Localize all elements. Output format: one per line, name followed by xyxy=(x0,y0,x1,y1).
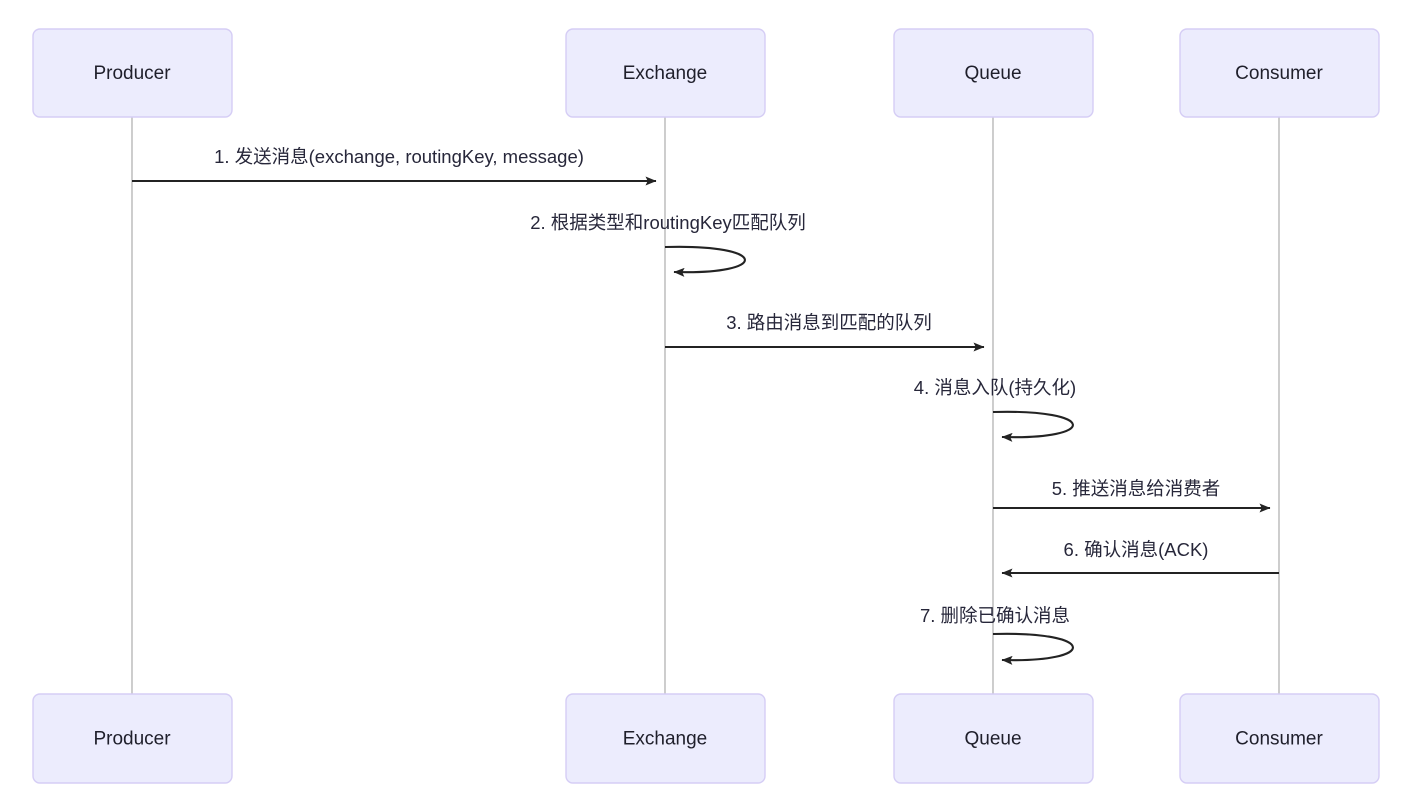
actor-box-exchange-top[interactable] xyxy=(565,28,766,118)
actor-label-producer-top: Producer xyxy=(93,63,171,84)
actor-label-producer-bottom: Producer xyxy=(93,729,171,750)
message-1: 1. 发送消息(exchange, routingKey, message) xyxy=(132,146,657,186)
actor-producer-top[interactable]: Producer xyxy=(32,28,233,118)
actor-box-producer-top[interactable] xyxy=(32,28,233,118)
actor-queue-top[interactable]: Queue xyxy=(893,28,1094,118)
message-2-label: 2. 根据类型和routingKey匹配队列 xyxy=(530,212,806,233)
message-4-label: 4. 消息入队(持久化) xyxy=(914,377,1076,398)
message-5-label: 5. 推送消息给消费者 xyxy=(1052,478,1221,499)
message-7-self-loop-arrow xyxy=(992,632,1074,665)
actor-consumer-top[interactable]: Consumer xyxy=(1179,28,1380,118)
actor-exchange-bottom[interactable]: Exchange xyxy=(565,693,766,784)
actor-label-queue-bottom: Queue xyxy=(964,729,1021,750)
actor-box-queue-top[interactable] xyxy=(893,28,1094,118)
message-4-self-loop-arrow xyxy=(992,410,1074,442)
message-1-label: 1. 发送消息(exchange, routingKey, message) xyxy=(214,146,584,167)
message-3: 3. 路由消息到匹配的队列 xyxy=(665,312,985,352)
actor-box-queue-bottom[interactable] xyxy=(893,693,1094,784)
actor-producer-bottom[interactable]: Producer xyxy=(32,693,233,784)
message-5: 5. 推送消息给消费者 xyxy=(993,478,1271,513)
actor-box-exchange-bottom[interactable] xyxy=(565,693,766,784)
message-2: 2. 根据类型和routingKey匹配队列 xyxy=(530,212,806,277)
messages-group: 1. 发送消息(exchange, routingKey, message) 2.… xyxy=(132,146,1279,665)
actor-box-producer-bottom[interactable] xyxy=(32,693,233,784)
actor-label-exchange-bottom: Exchange xyxy=(623,729,708,750)
message-3-label: 3. 路由消息到匹配的队列 xyxy=(726,312,932,333)
message-6: 6. 确认消息(ACK) xyxy=(1001,539,1279,578)
actor-exchange-top[interactable]: Exchange xyxy=(565,28,766,118)
actor-label-consumer-bottom: Consumer xyxy=(1235,729,1323,750)
actor-label-queue-top: Queue xyxy=(964,63,1021,84)
message-7-label: 7. 删除已确认消息 xyxy=(920,605,1070,626)
actor-boxes-top-group: Producer Exchange Queue Consumer xyxy=(32,28,1380,118)
message-4: 4. 消息入队(持久化) xyxy=(914,377,1076,442)
message-6-label: 6. 确认消息(ACK) xyxy=(1064,539,1209,560)
actor-label-exchange-top: Exchange xyxy=(623,63,708,84)
actor-boxes-bottom-group: Producer Exchange Queue Consumer xyxy=(32,693,1380,784)
actor-label-consumer-top: Consumer xyxy=(1235,63,1323,84)
message-2-self-loop-arrow xyxy=(664,245,746,277)
message-7: 7. 删除已确认消息 xyxy=(920,605,1074,665)
actor-queue-bottom[interactable]: Queue xyxy=(893,693,1094,784)
lifelines-group xyxy=(131,117,1280,694)
actor-box-consumer-bottom[interactable] xyxy=(1179,693,1380,784)
actor-consumer-bottom[interactable]: Consumer xyxy=(1179,693,1380,784)
actor-box-consumer-top[interactable] xyxy=(1179,28,1380,118)
